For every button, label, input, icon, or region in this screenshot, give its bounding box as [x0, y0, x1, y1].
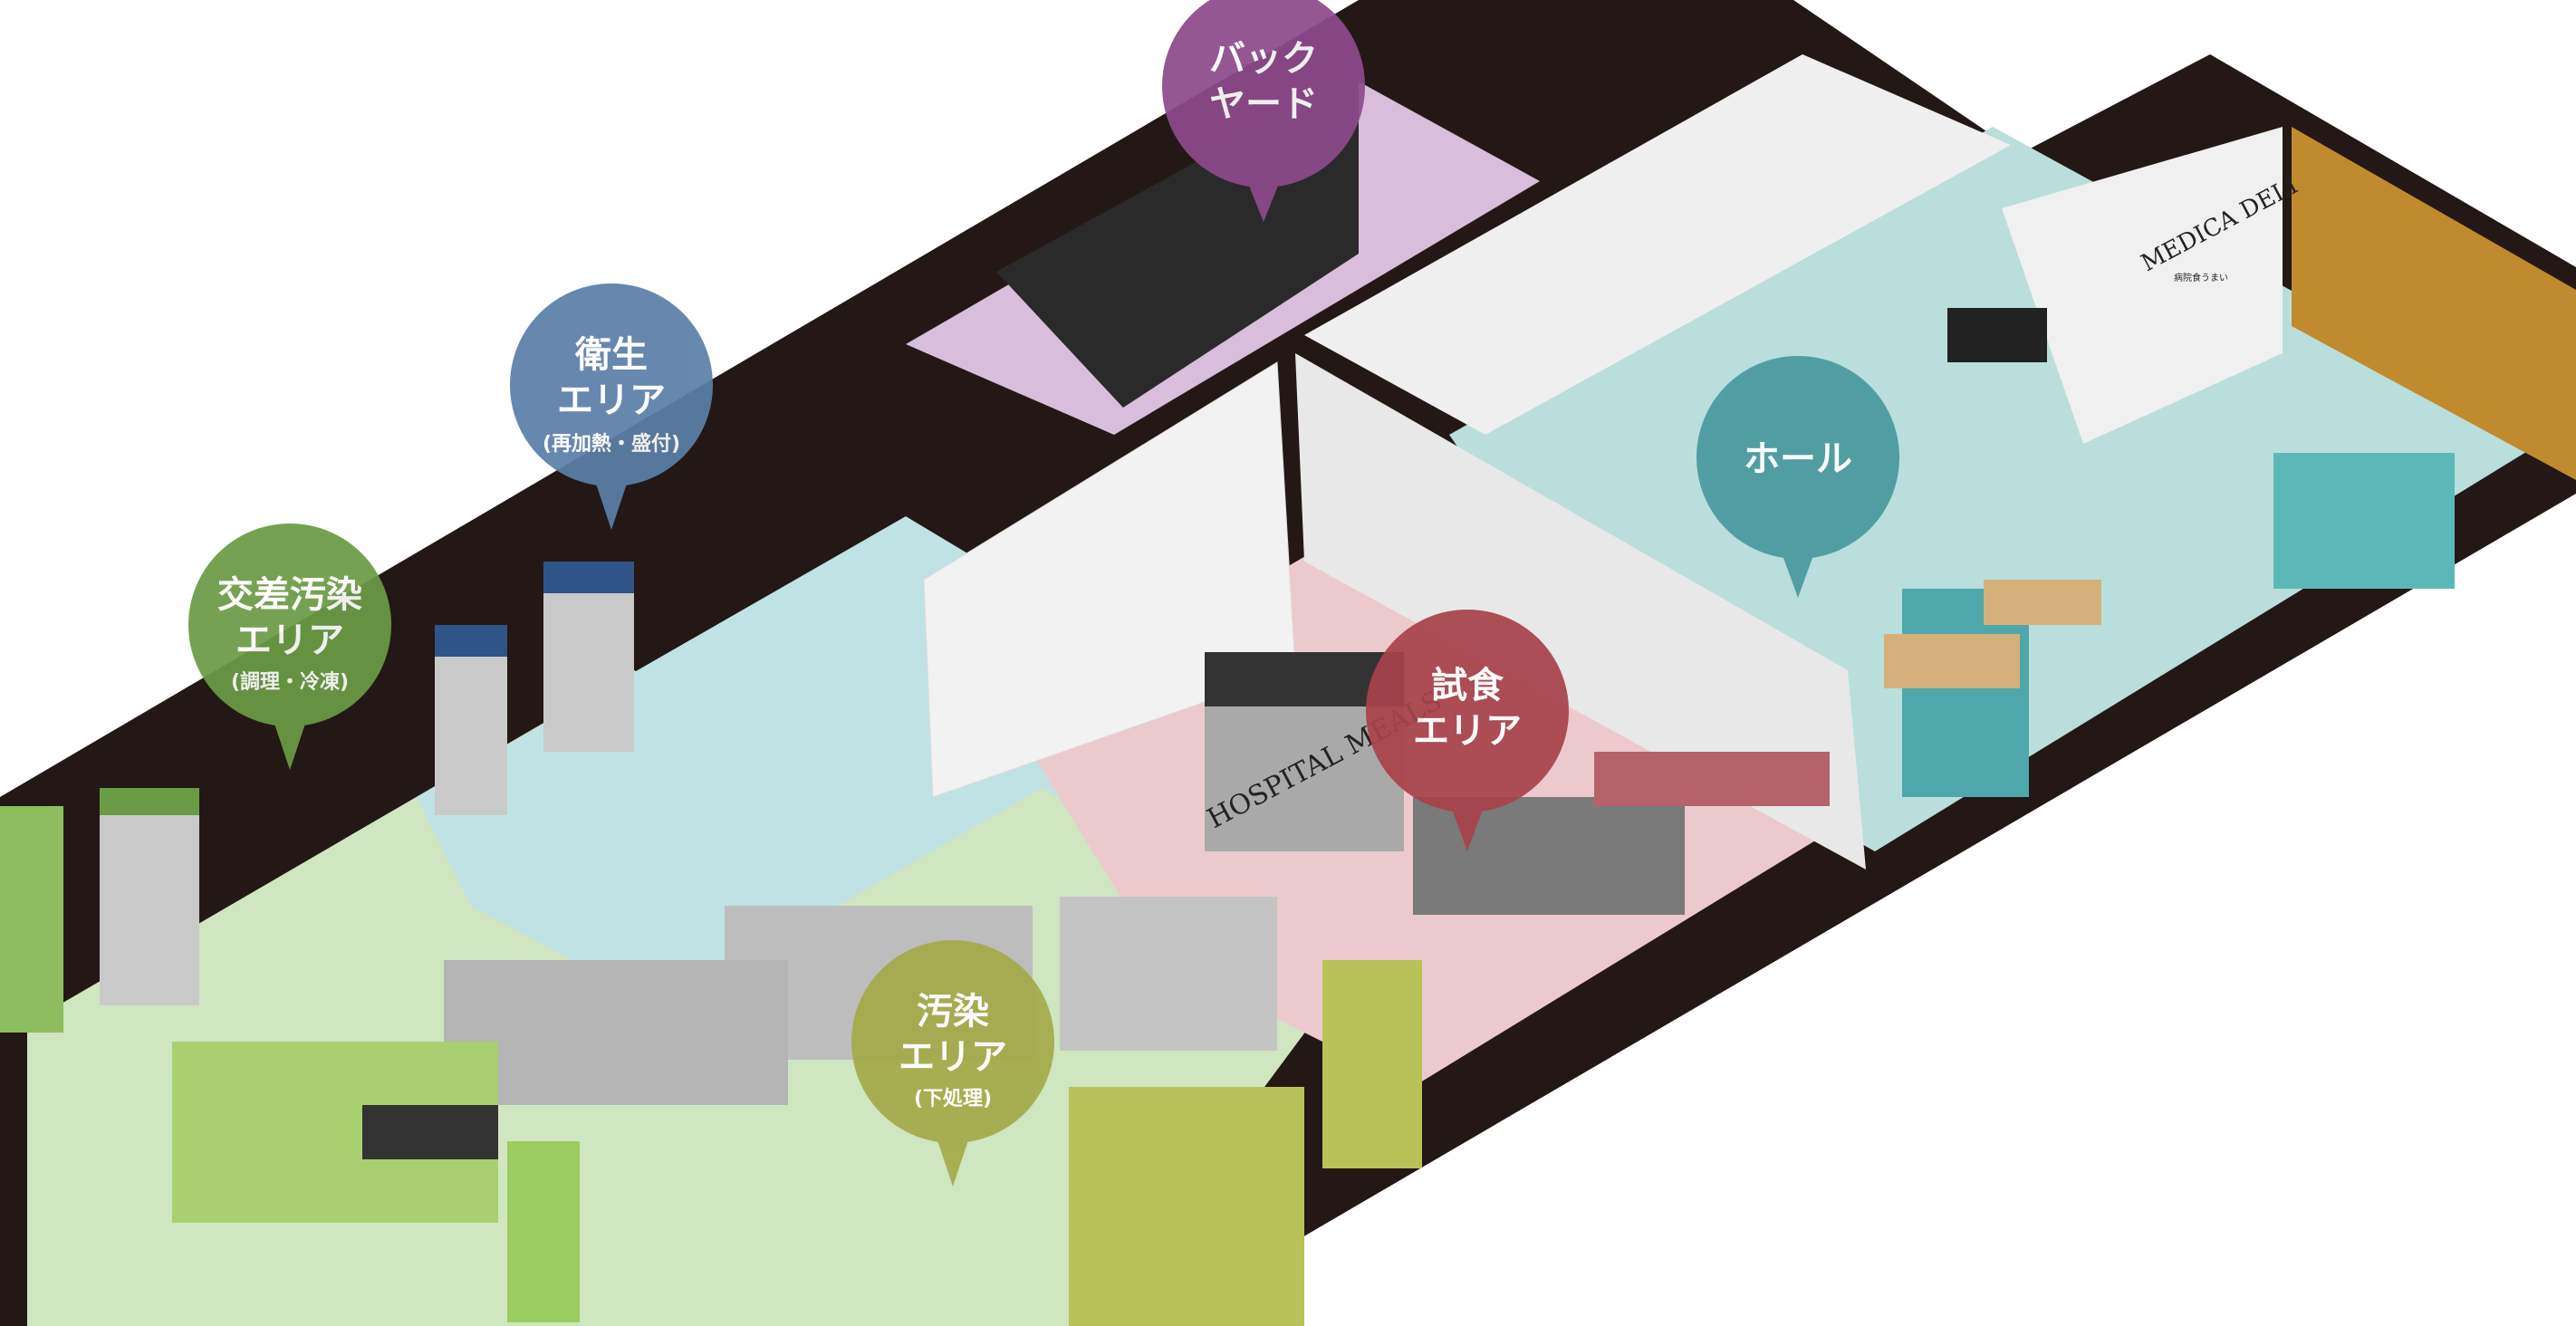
label-hall: ホール [1744, 438, 1852, 480]
label-cross-sub: (調理・冷凍) [231, 670, 349, 694]
label-backyard-2: ヤード [1209, 83, 1318, 125]
bubble-contaminated: 汚染 エリア (下処理) [851, 940, 1054, 1187]
label-tasting-1: 試食 [1431, 665, 1504, 706]
bubble-hall: ホール [1697, 356, 1899, 598]
bubble-backyard: バック ヤード [1162, 0, 1365, 222]
label-cross-2: エリア [235, 620, 344, 661]
mural-subtext: 病院食うまい [2174, 272, 2228, 283]
mural-wall [2002, 127, 2283, 444]
label-hygiene-1: 衛生 [574, 334, 648, 376]
label-cross-1: 交差汚染 [217, 574, 362, 616]
bubble-cross-contamination: 交差汚染 エリア (調理・冷凍) [188, 524, 391, 770]
hall-wall [1304, 54, 2011, 435]
label-contaminated-sub: (下処理) [914, 1087, 992, 1110]
label-hygiene-sub: (再加熱・盛付) [543, 432, 680, 456]
hall-glass-wall [2292, 127, 2576, 480]
label-contaminated-1: 汚染 [917, 991, 989, 1033]
bubble-tasting: 試食 エリア [1366, 610, 1569, 851]
label-contaminated-2: エリア [899, 1036, 1007, 1078]
label-backyard-1: バック [1209, 38, 1318, 80]
label-hygiene-2: エリア [557, 380, 666, 421]
label-tasting-2: エリア [1413, 710, 1522, 752]
bubble-hygiene: 衛生 エリア (再加熱・盛付) [510, 283, 713, 530]
partition-wall [1295, 353, 1866, 870]
